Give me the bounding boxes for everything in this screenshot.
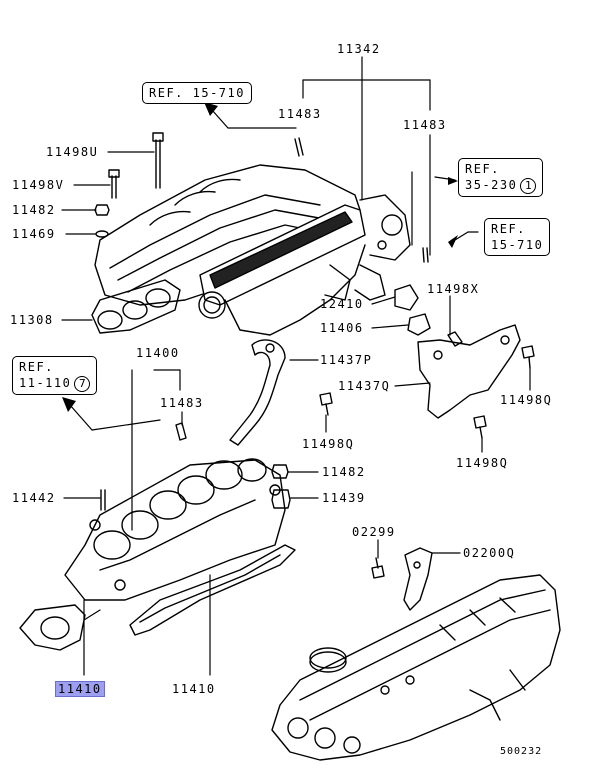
part-label-11342[interactable]: 11342	[337, 42, 381, 56]
part-label-11439[interactable]: 11439	[322, 491, 366, 505]
part-label-11498v[interactable]: 11498V	[12, 178, 65, 192]
arrowheads	[62, 102, 458, 412]
ref-text: REF.	[19, 360, 54, 374]
circled-number-icon: 7	[74, 375, 91, 392]
lower-intake-manifold	[64, 458, 286, 601]
lower-gaskets	[19, 544, 296, 651]
ref-number: 15-710	[491, 238, 544, 252]
part-label-11498x[interactable]: 11498X	[427, 282, 480, 296]
stay-11437p	[229, 339, 286, 446]
leader-lines	[61, 56, 531, 676]
ref-text: REF. 15-710	[149, 86, 245, 100]
part-label-11437p[interactable]: 11437P	[320, 353, 373, 367]
part-label-11498q-mid[interactable]: 11498Q	[302, 437, 355, 451]
part-label-11498u[interactable]: 11498U	[46, 145, 99, 159]
upper-gasket	[91, 279, 181, 334]
part-label-12410[interactable]: 12410	[320, 297, 364, 311]
right-bolts	[319, 345, 535, 579]
ref-text: REF.	[491, 222, 526, 236]
part-label-11498q-right[interactable]: 11498Q	[500, 393, 553, 407]
stay-11437q	[417, 324, 521, 419]
part-label-11482-mid[interactable]: 11482	[322, 465, 366, 479]
part-label-11410[interactable]: 11410	[172, 682, 216, 696]
bracket-02200q	[403, 547, 433, 611]
part-label-02299[interactable]: 02299	[352, 525, 396, 539]
part-label-11437q[interactable]: 11437Q	[338, 379, 391, 393]
part-label-02200q[interactable]: 02200Q	[463, 546, 516, 560]
part-label-11308[interactable]: 11308	[10, 313, 54, 327]
upper-bolts	[94, 132, 429, 263]
engine-cylinder-head	[271, 574, 561, 761]
ref-number: 35-230	[465, 178, 518, 192]
nuts	[100, 422, 291, 511]
diagram-code: 500232	[500, 746, 543, 757]
part-label-11406[interactable]: 11406	[320, 321, 364, 335]
part-label-11483-right[interactable]: 11483	[403, 118, 447, 132]
part-label-11498q-low[interactable]: 11498Q	[456, 456, 509, 470]
plenum-flange	[198, 194, 411, 336]
part-label-11410-highlighted[interactable]: 11410	[55, 681, 105, 697]
part-label-11483-mid[interactable]: 11483	[160, 396, 204, 410]
part-label-11442[interactable]: 11442	[12, 491, 56, 505]
part-label-11483-top[interactable]: 11483	[278, 107, 322, 121]
ref-text: REF.	[465, 162, 500, 176]
ref-number: 11-110	[19, 376, 72, 390]
part-label-11400[interactable]: 11400	[136, 346, 180, 360]
circled-number-icon: 1	[520, 177, 537, 194]
ref-box-15-710-right[interactable]: REF. 15-710	[484, 218, 551, 256]
part-label-11482-left[interactable]: 11482	[12, 203, 56, 217]
part-label-11469[interactable]: 11469	[12, 227, 56, 241]
ref-box-15-710-top[interactable]: REF. 15-710	[142, 82, 252, 104]
